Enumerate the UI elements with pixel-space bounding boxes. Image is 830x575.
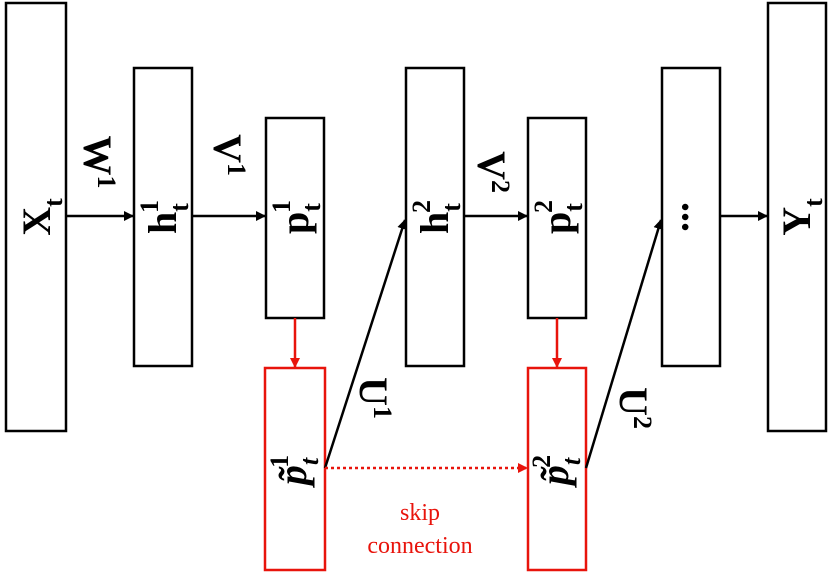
u1-main: U [351,377,396,406]
svg-text:pt2: pt2 [529,200,588,234]
p1-sub: t [297,203,326,212]
svg-text:p̃t1: p̃t1 [265,455,324,488]
svg-text:W1: W1 [75,136,121,189]
box-dots [660,66,722,368]
v1-main: V [205,134,250,163]
h1-sup: 1 [135,200,164,213]
v2-main: V [469,151,514,180]
svg-text:Xt: Xt [14,198,68,236]
pt1-sup: 1 [265,455,294,468]
box-pt1 [263,366,327,572]
h2-main: h [412,212,457,234]
y-main: Y [774,207,819,236]
box-pt2 [526,366,588,572]
pt1-sub: t [295,457,324,465]
u1-sup: 1 [368,406,397,419]
svg-text:ht1: ht1 [135,200,194,234]
arrow-pt1-h2 [323,219,407,469]
svg-text:ht2: ht2 [407,200,466,234]
w1-sup: 1 [92,176,121,189]
svg-text:U2: U2 [611,387,657,429]
v2-sup: 2 [486,180,515,193]
arrow-pt2-dots [584,219,664,469]
box-x [4,1,68,433]
p1-main: p [272,212,317,234]
u2-sup: 2 [628,416,657,429]
p2-main: p [534,212,579,234]
svg-text:Yt: Yt [774,198,828,236]
ellipsis-label: ... [652,202,697,232]
h1-sub: t [165,203,194,212]
skip-label-line1: skip [400,500,440,526]
x-sub: t [39,198,68,207]
h2-sup: 2 [407,200,436,213]
svg-text:U1: U1 [351,377,397,419]
svg-text:V2: V2 [469,151,515,193]
p1-sup: 1 [267,200,296,213]
p2-sub: t [559,203,588,212]
pt2-sub: t [557,457,586,465]
box-h1 [132,66,194,368]
p2-sup: 2 [529,200,558,213]
svg-text:pt1: pt1 [267,200,326,234]
u2-main: U [611,387,656,416]
w1-main: W [75,136,120,176]
svg-text:p̃t2: p̃t2 [527,455,586,488]
y-sub: t [799,198,828,207]
h2-sub: t [437,203,466,212]
x-main: X [14,207,59,236]
h1-main: h [140,212,185,234]
pt2-sup: 2 [527,455,556,468]
box-y [766,1,828,433]
svg-text:V1: V1 [205,134,251,176]
pt2-main: p̃ [532,465,577,488]
skip-label-line2: connection [367,533,472,559]
v1-sup: 1 [222,163,251,176]
pt1-main: p̃ [270,465,315,488]
